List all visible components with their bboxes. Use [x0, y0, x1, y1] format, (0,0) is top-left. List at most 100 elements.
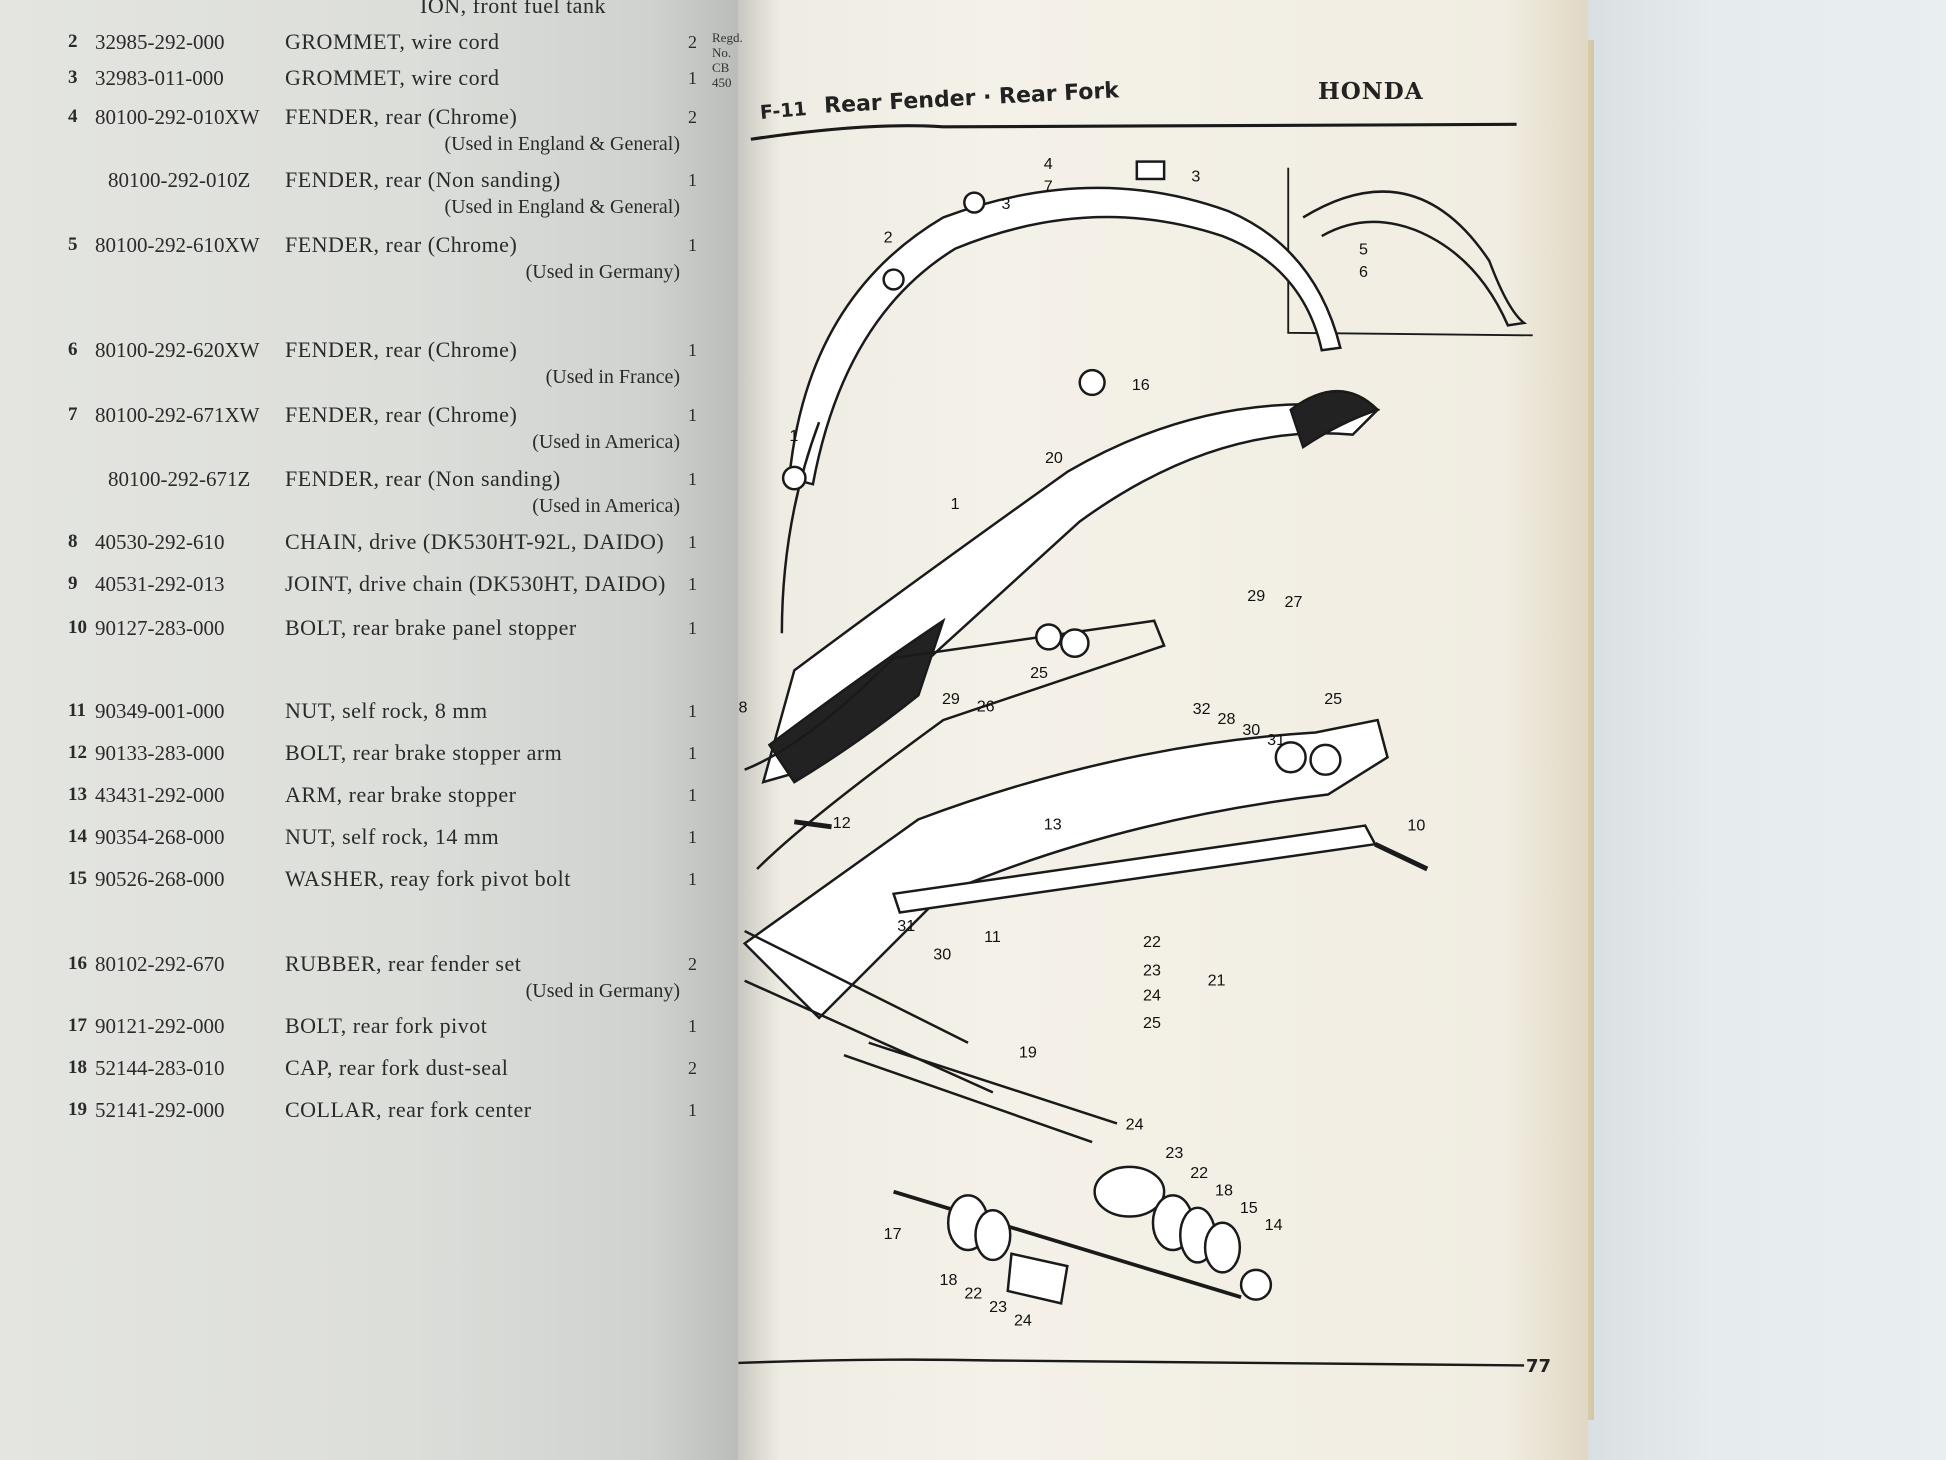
part-description: NUT, self rock, 14 mm	[285, 824, 500, 849]
callout-label: 25	[1324, 690, 1342, 708]
part-number: 32983-011-000	[95, 66, 224, 90]
quantity: 1	[688, 574, 697, 594]
ref-number: 7	[68, 404, 78, 425]
part-number: 32985-292-000	[95, 30, 225, 54]
part-description: GROMMET, wire cord	[285, 29, 500, 54]
part-description: NUT, self rock, 8 mm	[285, 698, 488, 723]
usage-note: (Used in England & General)	[444, 196, 680, 218]
quantity: 1	[688, 1100, 697, 1120]
parts-row: 6 80100-292-620XW FENDER, rear (Chrome) (Us…	[0, 337, 740, 389]
rear-fender	[787, 186, 1342, 486]
quantity: 1	[688, 701, 697, 721]
quantity: 1	[688, 618, 697, 638]
callout-label: 12	[833, 814, 851, 832]
part-number: 90354-268-000	[95, 825, 225, 849]
part-description: BOLT, rear brake panel stopper	[285, 615, 577, 640]
quantity: 1	[688, 532, 697, 552]
part-number: 52144-283-010	[95, 1056, 225, 1080]
quantity: 1	[688, 743, 697, 763]
ref-number: 10	[68, 617, 87, 638]
callout-label: 22	[1143, 933, 1161, 951]
swing-arm-upper	[744, 619, 1166, 870]
part-number: 40530-292-610	[95, 530, 225, 554]
ref-number: 6	[68, 339, 78, 360]
callout-label: 31	[1267, 731, 1285, 749]
part-number: 43431-292-000	[95, 783, 225, 807]
usage-note: (Used in America)	[532, 495, 680, 517]
part-number: 80100-292-620XW	[95, 338, 260, 362]
callout-label: 8	[738, 699, 747, 717]
callout-label: 7	[1044, 177, 1053, 195]
callout-label: 24	[1143, 987, 1161, 1005]
callout-label: 31	[897, 917, 915, 935]
part-number: 80100-292-010Z	[108, 168, 251, 192]
quantity: 2	[688, 1058, 697, 1078]
part-number: 90349-001-000	[95, 699, 225, 723]
callout-label: 17	[884, 1225, 902, 1243]
callout-label: 4	[1044, 155, 1053, 173]
quantity: 2	[688, 107, 697, 127]
part-description: WASHER, reay fork pivot bolt	[285, 866, 571, 891]
ref-number: 2	[68, 31, 78, 52]
callout-label: 5	[1359, 241, 1368, 259]
usage-note: (Used in America)	[532, 431, 680, 453]
callout-label: 23	[989, 1298, 1007, 1316]
part-description: FENDER, rear (Chrome)	[285, 337, 518, 362]
part-description: CHAIN, drive (DK530HT-92L, DAIDO)	[285, 529, 665, 554]
part-number: 80100-292-010XW	[95, 105, 260, 129]
inset-frame	[1287, 167, 1533, 337]
part-description: CAP, rear fork dust-seal	[285, 1055, 509, 1080]
quantity: 1	[688, 68, 697, 88]
callout-label: 28	[1217, 710, 1235, 728]
callout-label: 32	[1193, 700, 1211, 718]
ref-number: 19	[68, 1099, 87, 1120]
part-number: 52141-292-000	[95, 1098, 225, 1122]
parts-row: 3 32983-011-000 GROMMET, wire cord 1	[0, 66, 740, 100]
part-description: GROMMET, wire cord	[285, 65, 500, 90]
ref-number: 5	[68, 234, 78, 255]
callout-label: 2	[884, 228, 893, 246]
usage-note: (Used in France)	[545, 366, 680, 388]
ref-number: 14	[68, 826, 87, 847]
top-fragment: ION, front fuel tank	[420, 0, 606, 18]
ref-number: 18	[68, 1057, 87, 1078]
callout-label: 1	[951, 495, 960, 513]
callout-label: 30	[1242, 721, 1260, 739]
callout-label: 13	[1044, 815, 1062, 833]
callout-label: 10	[1407, 817, 1425, 835]
page-number: 77	[1526, 1356, 1552, 1377]
callout-label: 20	[1045, 449, 1063, 467]
callout-label: 22	[964, 1284, 982, 1302]
usage-note: (Used in Germany)	[525, 980, 680, 1002]
callout-label: 30	[933, 946, 951, 964]
callout-label: 15	[1240, 1199, 1258, 1217]
brand-logo: HONDA	[1318, 78, 1424, 105]
callout-label: 24	[1126, 1116, 1144, 1134]
ref-number: 13	[68, 784, 87, 805]
callout-label: 25	[1143, 1014, 1161, 1032]
ref-number: 17	[68, 1015, 87, 1036]
ref-number: 12	[68, 742, 87, 763]
fender-edge	[780, 421, 821, 634]
callout-label: 11	[984, 928, 1001, 946]
callout-label: 29	[942, 690, 960, 708]
part-description: FENDER, rear (Chrome)	[285, 104, 518, 129]
background-surface	[1560, 0, 1946, 1460]
ref-number: 3	[68, 67, 78, 88]
callout-label: 27	[1285, 593, 1303, 611]
quantity: 1	[688, 827, 697, 847]
quantity: 1	[688, 405, 697, 425]
callout-label: 23	[1143, 962, 1161, 980]
